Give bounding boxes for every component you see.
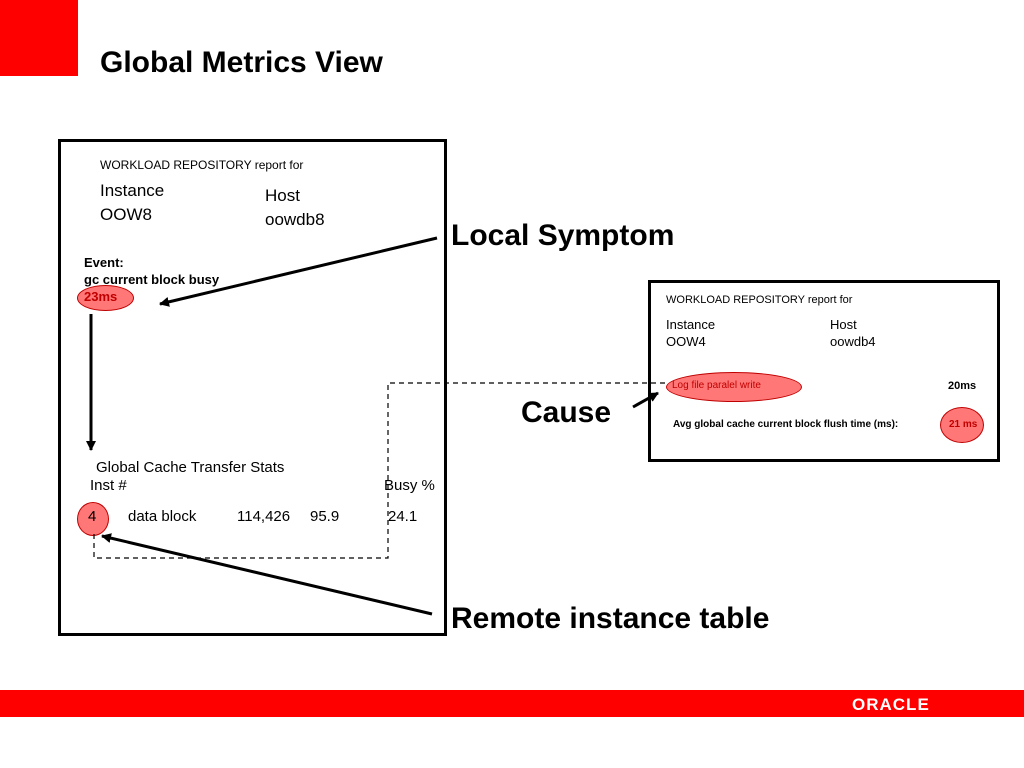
remote-instance-label: Instance bbox=[666, 317, 716, 332]
slide-title: Global Metrics View bbox=[100, 46, 383, 79]
local-event-label: Event: bbox=[84, 255, 124, 270]
local-report-header: WORKLOAD REPOSITORY report for bbox=[100, 158, 304, 172]
local-instance-label: Instance bbox=[100, 181, 165, 200]
remote-report-header: WORKLOAD REPOSITORY report for bbox=[666, 294, 853, 306]
flush-time-value: 21 ms bbox=[949, 419, 978, 430]
row-inst: 4 bbox=[88, 508, 97, 525]
row-type: data block bbox=[128, 508, 197, 525]
remote-inst-highlight bbox=[77, 502, 109, 536]
local-host-label: Host bbox=[265, 186, 300, 205]
busy-column-header: Busy % bbox=[384, 477, 435, 494]
remote-instance-value: OOW4 bbox=[666, 334, 706, 349]
row-pct: 95.9 bbox=[310, 508, 340, 525]
inst-column-header: Inst # bbox=[90, 477, 127, 494]
cause-arrow bbox=[632, 391, 659, 409]
remote-host-value: oowdb4 bbox=[830, 334, 876, 349]
row-busy: 24.1 bbox=[388, 508, 418, 525]
flush-time-label: Avg global cache current block flush tim… bbox=[673, 419, 899, 430]
remote-host-label: Host bbox=[830, 317, 857, 332]
dashed-link bbox=[93, 382, 666, 559]
local-instance-value: OOW8 bbox=[100, 205, 152, 224]
local-symptom-arrow bbox=[159, 236, 438, 307]
cause-callout: Cause bbox=[521, 396, 612, 429]
footer-bar bbox=[0, 690, 1024, 717]
transfer-stats-title: Global Cache Transfer Stats bbox=[96, 459, 285, 476]
local-report-box bbox=[58, 139, 447, 636]
row-count: 114,426 bbox=[237, 508, 291, 525]
remote-event-highlight bbox=[666, 372, 802, 402]
oracle-logo: ORACLE bbox=[852, 695, 930, 714]
remote-event-name: Log file paralel write bbox=[672, 380, 761, 391]
local-event-name: gc current block busy bbox=[84, 272, 220, 287]
flush-value-highlight bbox=[940, 407, 984, 443]
brand-corner-block bbox=[0, 0, 78, 76]
local-host-value: oowdb8 bbox=[265, 210, 325, 229]
remote-event-time: 20ms bbox=[948, 380, 977, 392]
remote-table-callout: Remote instance table bbox=[451, 602, 770, 635]
local-symptom-callout: Local Symptom bbox=[451, 219, 675, 252]
local-event-time-highlight bbox=[77, 285, 134, 311]
local-event-time: 23ms bbox=[84, 289, 118, 304]
remote-table-arrow bbox=[101, 533, 433, 616]
